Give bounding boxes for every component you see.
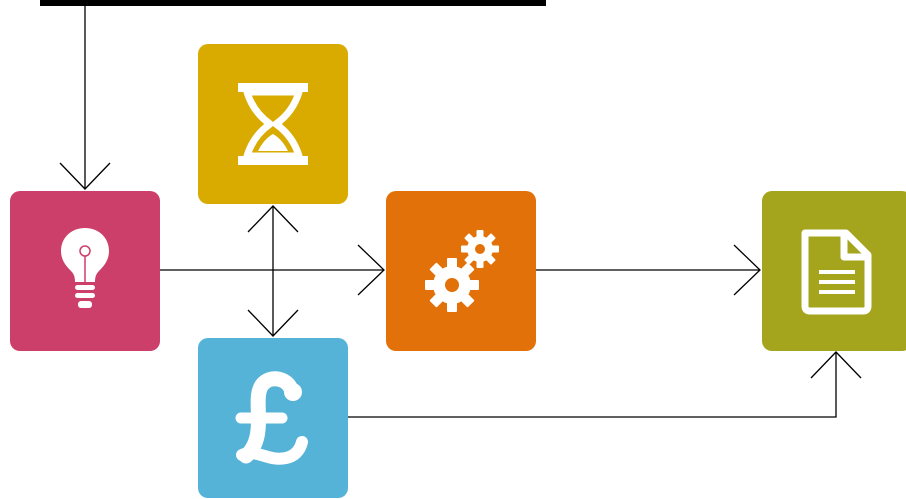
- gears-icon: [425, 230, 499, 312]
- node-output: [762, 191, 906, 351]
- pound-sign-icon: [235, 371, 308, 465]
- arrowhead-into-process: [357, 244, 385, 296]
- arrowhead-into-output-bottom: [810, 351, 862, 379]
- connector-lines: [59, 6, 862, 418]
- arrowhead-into-time: [247, 205, 299, 233]
- arrowhead-into-money: [247, 309, 299, 337]
- lightbulb-icon: [61, 228, 109, 308]
- document-icon: [801, 229, 872, 315]
- node-process: [386, 191, 536, 351]
- node-time: [198, 44, 348, 204]
- node-idea: [10, 191, 160, 351]
- input-bar: [40, 0, 546, 6]
- arrowhead-into-idea: [59, 162, 111, 190]
- arrowhead-into-output: [733, 244, 761, 296]
- node-money: [198, 338, 348, 498]
- hourglass-icon: [238, 83, 308, 165]
- connector-money-to-output: [348, 352, 837, 418]
